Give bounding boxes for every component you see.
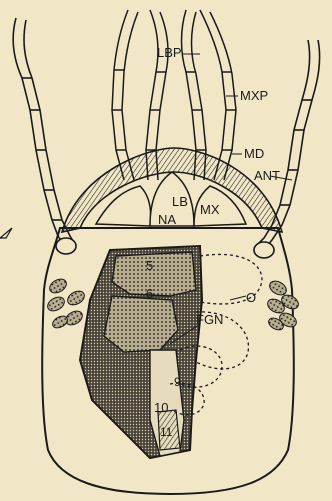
label-11: 11 [160,425,173,439]
label-o: O [246,290,256,305]
label-ant: ANT [254,168,280,183]
label-10: 10 [154,400,168,415]
label-lb: LB [172,194,188,209]
label-fgn: FGN [196,312,223,327]
label-6: 6 [146,286,153,301]
arrow-mark [0,228,12,238]
label-md: MD [244,146,264,161]
label-mx: MX [200,202,220,217]
label-na: NA [158,212,176,227]
brain-lobe-5 [112,252,196,296]
label-5: 5 [146,258,153,273]
eye-cluster-right [265,278,301,332]
label-lbp: LBP [157,45,182,60]
label-9: 9 [174,375,181,389]
label-mxp: MXP [240,88,268,103]
